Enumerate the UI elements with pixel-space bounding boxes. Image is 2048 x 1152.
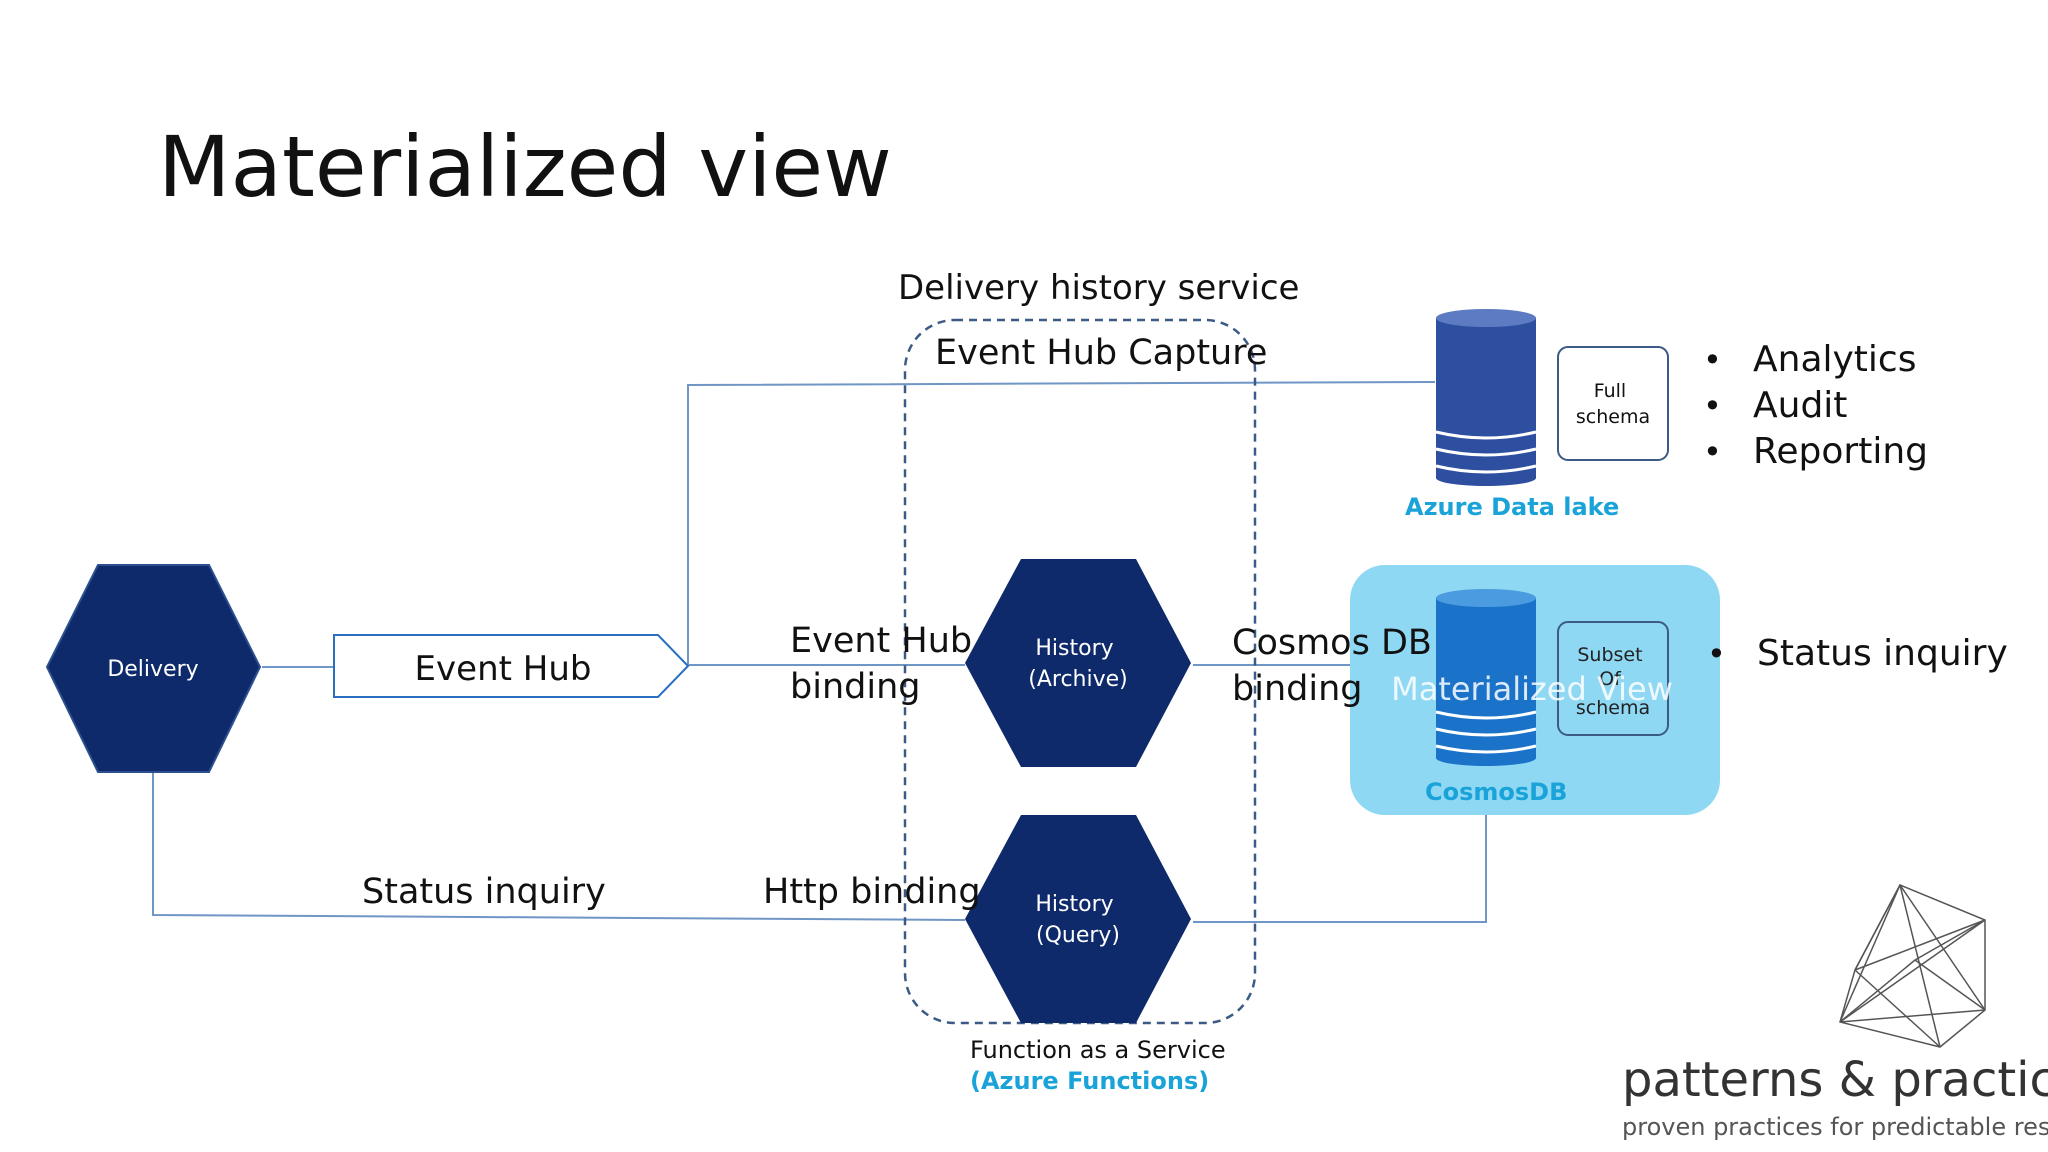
subset-schema-label-2: Of [1599,668,1622,690]
logo-tagline: proven practices for predictable results [1622,1113,2048,1141]
subset-schema-box [1557,621,1669,736]
faas-label: Function as a Service [970,1036,1226,1064]
event-hub-label: Event Hub [415,649,592,689]
datalake-use-item: Reporting [1703,429,1928,475]
cosmosdb-name-label: CosmosDB [1425,778,1568,806]
history-archive-label-2: (Archive) [1028,667,1127,692]
event-hub-binding-line-1: Event Hub [790,621,973,661]
cosmos-use-item: Status inquiry [1707,631,2008,677]
event-hub-binding-label: Event Hub binding [790,618,972,710]
datalake-name-label: Azure Data lake [1405,493,1620,521]
event-hub-shape [333,634,690,698]
history-query-hexagon [965,815,1191,1023]
cosmos-uses-list: Status inquiry [1707,631,2008,677]
faas-platform-label: (Azure Functions) [970,1067,1210,1095]
logo-name: patterns & practices [1622,1052,2048,1108]
capture-line [687,381,1436,665]
event-hub-binding-line-2: binding [790,667,921,707]
history-archive-label-1: History [1035,636,1113,661]
cosmos-binding-label: Cosmos DB binding [1232,620,1432,712]
query-to-cosmos-line [1193,812,1487,923]
cosmosdb-database-icon [1435,589,1537,766]
full-schema-label-1: Full [1594,380,1627,402]
http-binding-label: Http binding [763,872,981,912]
history-archive-hexagon [965,559,1191,767]
svg-text:History (Query): History (Query) [1035,892,1120,948]
full-schema-label-2: schema [1576,406,1650,428]
connectors [152,381,1487,923]
cosmos-binding-line-1: Cosmos DB [1232,623,1432,663]
service-label: Delivery history service [898,268,1300,308]
delivery-label: Delivery [107,657,198,682]
history-query-label-1: History [1035,892,1113,917]
history-query-label-2: (Query) [1036,923,1120,948]
delivery-hexagon [45,564,262,773]
svg-text:Full schema: Full schema [1576,380,1650,428]
datalake-uses-list: Analytics Audit Reporting [1703,337,1928,475]
svg-text:Subset Of schema: Subset Of schema [1576,644,1650,719]
status-inquiry-line [152,772,966,921]
cosmos-binding-line-2: binding [1232,669,1363,709]
subset-schema-label-3: schema [1576,697,1650,719]
polyhedron-logo-icon [1839,884,1986,1048]
svg-text:History (Archive): History (Archive) [1028,636,1127,692]
materialized-view-overlay-label: Materialized View [1391,670,1673,708]
page-title: Materialized view [158,118,892,216]
capture-label: Event Hub Capture [935,333,1268,373]
datalake-use-item: Audit [1703,383,1928,429]
subset-schema-label-1: Subset [1577,644,1642,666]
datalake-use-item: Analytics [1703,337,1928,383]
full-schema-box [1557,346,1669,461]
status-inquiry-edge-label: Status inquiry [362,872,606,912]
datalake-database-icon [1435,309,1537,486]
